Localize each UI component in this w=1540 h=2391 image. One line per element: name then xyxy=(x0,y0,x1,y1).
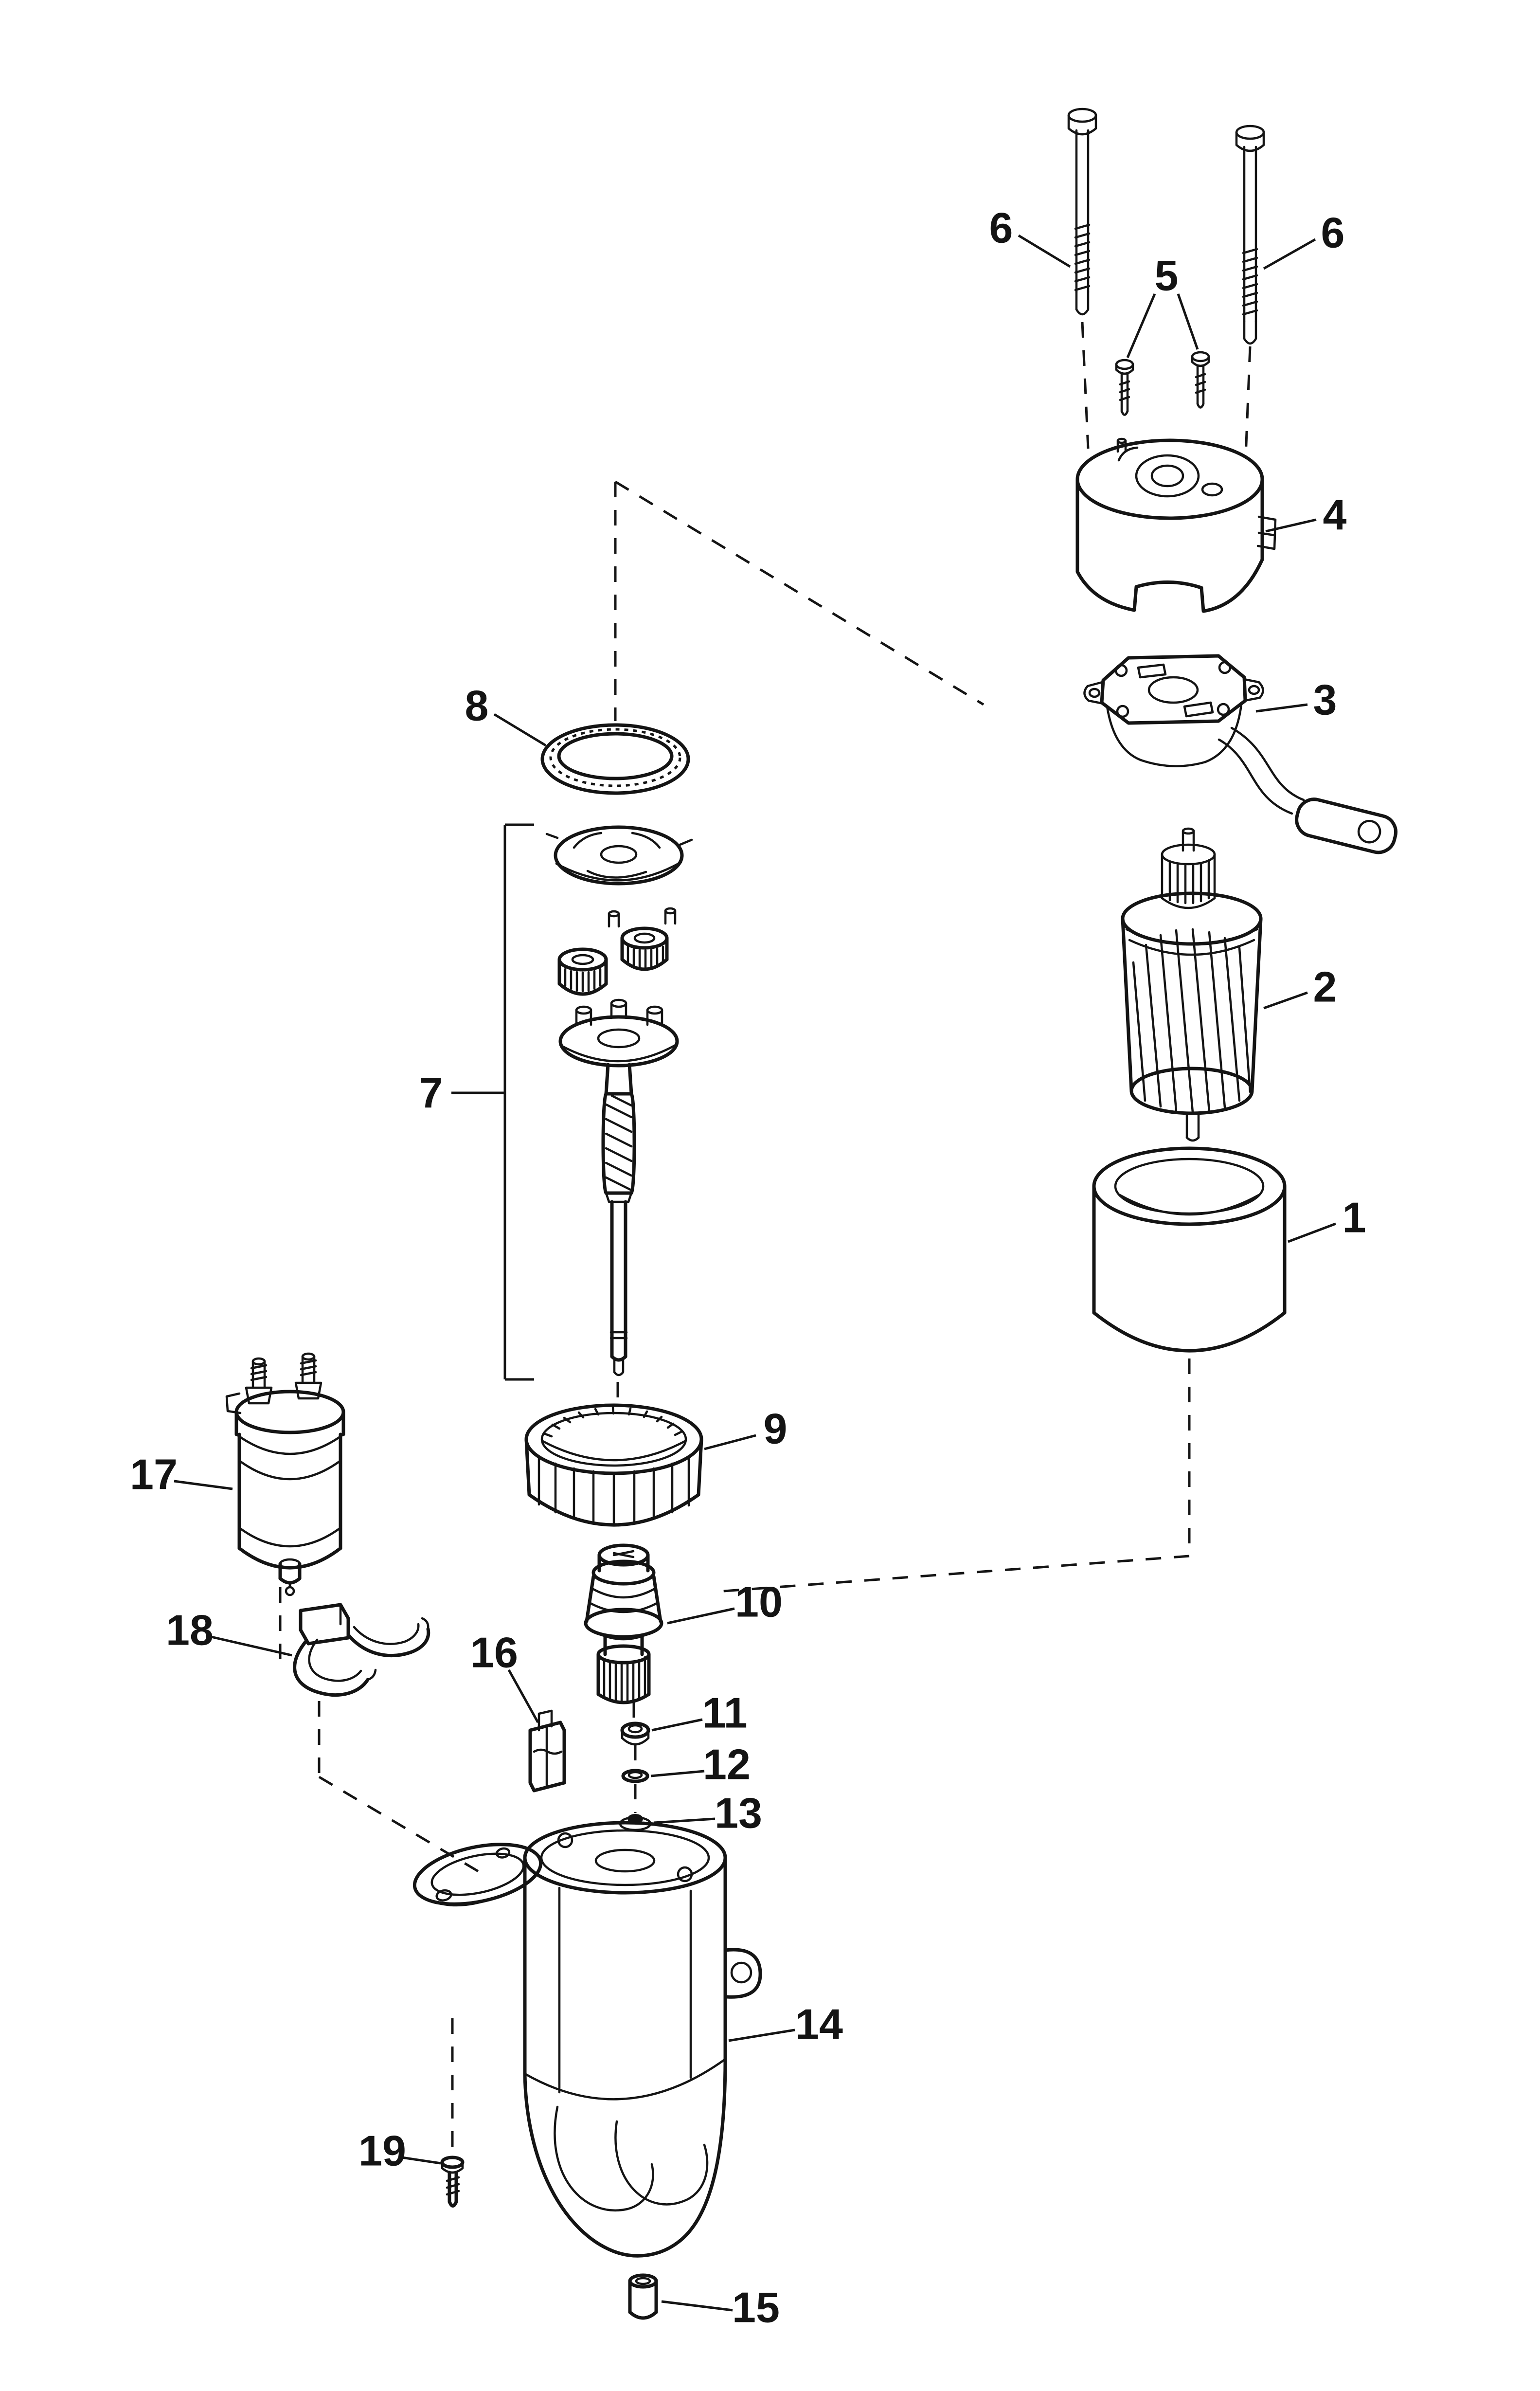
callout-label-18: 18 xyxy=(166,1606,214,1654)
planet-gears xyxy=(557,907,677,996)
callout-label-11: 11 xyxy=(702,1689,747,1737)
callout-label-5: 5 xyxy=(1155,252,1179,300)
callout-leader-4 xyxy=(1265,518,1317,533)
shift-fork xyxy=(293,1603,430,1697)
frame-field-housing xyxy=(1092,1146,1287,1353)
callout-leader-19 xyxy=(401,2156,441,2165)
alignment-lines xyxy=(279,322,1252,2154)
callout-leader-12 xyxy=(650,1770,705,1777)
bolt-long-right xyxy=(1235,125,1265,345)
terminal-cable xyxy=(1218,726,1397,854)
bolt-long-left xyxy=(1067,108,1097,316)
callout-label-9: 9 xyxy=(764,1405,788,1453)
callout-leader-5 xyxy=(1126,293,1156,358)
callout-leader-3 xyxy=(1255,703,1308,713)
gear-carrier-shaft xyxy=(558,998,679,1377)
bushing-15 xyxy=(628,2273,658,2320)
callout-leader-5 xyxy=(1177,293,1199,350)
solenoid xyxy=(225,1352,345,1596)
callout-leader-13 xyxy=(653,1817,716,1824)
callout-leader-17 xyxy=(174,1480,233,1490)
stop-collar-washer-set xyxy=(619,1721,652,1831)
callout-label-4: 4 xyxy=(1323,491,1347,539)
callout-leader-15 xyxy=(661,2300,733,2312)
screw-small-right xyxy=(1191,351,1210,409)
callout-label-3: 3 xyxy=(1313,676,1337,724)
armature xyxy=(1121,827,1263,1142)
callout-leader-16 xyxy=(507,1669,539,1723)
callout-label-19: 19 xyxy=(358,2127,406,2175)
o-ring-gasket xyxy=(540,723,690,795)
callout-leader-18 xyxy=(211,1635,292,1657)
callout-label-16: 16 xyxy=(470,1629,518,1677)
callout-label-1: 1 xyxy=(1343,1194,1366,1242)
end-cap-housing xyxy=(1075,437,1277,613)
callout-leader-9 xyxy=(704,1434,756,1450)
callout-label-2: 2 xyxy=(1313,963,1337,1011)
mounting-flange xyxy=(412,1843,543,1907)
brush-plate-assembly xyxy=(1083,654,1397,854)
drive-assembly xyxy=(584,1543,663,1704)
callout-label-8: 8 xyxy=(465,682,489,730)
callout-leader-6 xyxy=(1018,234,1071,268)
ring-gear-cup xyxy=(524,1403,703,1527)
callout-label-12: 12 xyxy=(703,1740,751,1789)
callout-label-7: 7 xyxy=(419,1069,443,1117)
callout-label-10: 10 xyxy=(735,1578,783,1626)
callout-label-6: 6 xyxy=(1321,209,1345,257)
screw-small-left xyxy=(1115,359,1134,416)
callout-label-17: 17 xyxy=(130,1450,178,1499)
planet-gear-plate xyxy=(545,825,693,886)
callout-label-6: 6 xyxy=(989,204,1013,252)
callout-leader-14 xyxy=(728,2029,795,2042)
brush-holder-part xyxy=(528,1709,566,1793)
callout-leader-10 xyxy=(667,1607,735,1625)
callout-leader-1 xyxy=(1288,1222,1336,1243)
callout-label-15: 15 xyxy=(732,2283,780,2332)
callout-leader-6 xyxy=(1263,238,1316,270)
gear-housing xyxy=(412,1821,762,2258)
callout-leader-11 xyxy=(651,1718,703,1732)
callout-label-14: 14 xyxy=(795,2000,843,2048)
screw-19 xyxy=(440,2156,465,2208)
callout-label-13: 13 xyxy=(715,1789,762,1837)
callout-leader-2 xyxy=(1263,991,1308,1010)
callout-leader-8 xyxy=(493,713,547,747)
